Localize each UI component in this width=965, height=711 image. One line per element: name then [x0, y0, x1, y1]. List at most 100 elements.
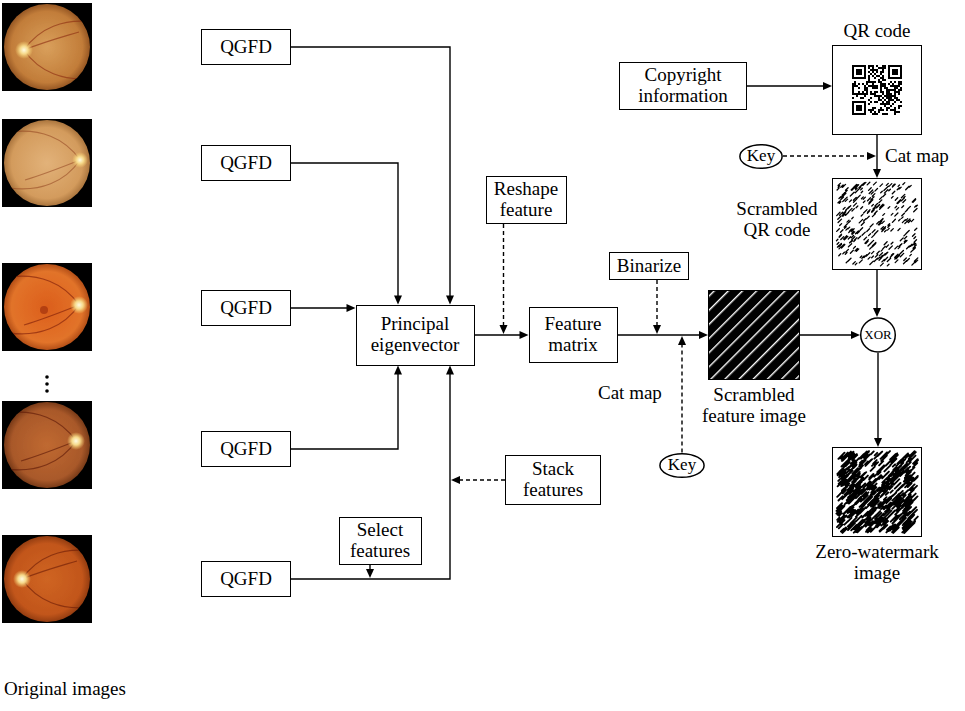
- key-oval: Key: [739, 144, 783, 169]
- connector: [475, 331, 529, 339]
- process-box: QGFD: [201, 431, 291, 467]
- ellipsis-dots: [45, 375, 49, 393]
- arrowhead: [653, 325, 661, 334]
- scrambled-qr-background: [832, 178, 922, 270]
- arrowhead: [823, 82, 832, 90]
- process-box: QGFD: [201, 145, 291, 181]
- arrowhead: [520, 331, 529, 339]
- arrowhead: [394, 296, 402, 305]
- outline-ellipse: [740, 144, 782, 168]
- operation-box: Select features: [339, 517, 422, 565]
- qr-code-image: QR code: [832, 45, 922, 135]
- connector: [874, 353, 882, 447]
- connector-line: [877, 353, 878, 440]
- operation-box: Stack features: [505, 455, 601, 505]
- arrowhead: [873, 308, 881, 317]
- optic-disc: [70, 296, 88, 314]
- node-text: XOR: [864, 328, 891, 342]
- connector-line: [800, 334, 853, 335]
- node-text: Stack features: [511, 459, 595, 501]
- retina: [4, 4, 90, 90]
- zero-watermark-background: [832, 447, 922, 537]
- key-oval: Key: [659, 453, 705, 478]
- node-text: QGFD: [220, 569, 272, 590]
- arrowhead: [347, 304, 356, 312]
- operation-label: Cat map: [885, 146, 949, 167]
- scrambled-qr-pattern: [837, 182, 918, 266]
- image-caption: Scrambled QR code: [727, 199, 827, 241]
- retina: [4, 402, 90, 488]
- image-background: [2, 401, 92, 489]
- arrowhead: [873, 169, 881, 178]
- connector: [618, 331, 709, 339]
- macula: [40, 306, 48, 314]
- connector-line: [475, 334, 522, 335]
- process-box: Principal eigenvector: [356, 305, 475, 366]
- dashed-pointer: [656, 280, 657, 327]
- connector-line: [747, 85, 825, 86]
- process-box: QGFD: [201, 29, 291, 65]
- arrowhead: [867, 152, 876, 160]
- node-text: Key: [747, 147, 775, 166]
- operation-label: Cat map: [598, 383, 662, 404]
- connector-line: [291, 307, 349, 308]
- node-text: Feature matrix: [535, 314, 612, 356]
- generated-patterns: [836, 65, 918, 533]
- xor-circle: XOR: [860, 317, 896, 353]
- dashed-pointer: [458, 479, 505, 480]
- image-background: [2, 263, 92, 351]
- dot: [45, 382, 49, 386]
- outline-ellipse: [861, 318, 896, 352]
- arrowhead: [851, 331, 860, 339]
- qr-background: [832, 45, 922, 135]
- caption-label: Original images: [4, 679, 126, 700]
- optic-disc: [13, 570, 31, 588]
- node-text: Principal eigenvector: [362, 314, 469, 356]
- connector: [291, 163, 402, 305]
- node-text: QGFD: [220, 153, 272, 174]
- connector-line: [291, 163, 398, 298]
- arrowhead: [500, 325, 508, 334]
- dashed-pointer: [681, 343, 682, 453]
- connector-line: [618, 334, 702, 335]
- arrowhead: [446, 366, 454, 375]
- connector: [747, 82, 832, 90]
- optic-disc: [72, 152, 88, 168]
- image-caption: Scrambled feature image: [694, 385, 814, 427]
- retina: [4, 536, 90, 622]
- zero-watermark-image: Zero-watermark image: [832, 447, 922, 537]
- vessels: [10, 131, 80, 189]
- arrowhead: [874, 438, 882, 447]
- connector-line: [291, 373, 398, 450]
- vessels: [6, 412, 76, 470]
- node-text: QGFD: [220, 37, 272, 58]
- node-text: Select features: [345, 520, 416, 562]
- connector: [873, 270, 881, 317]
- fundus-image: [2, 119, 92, 207]
- connector-line: [876, 270, 877, 310]
- image-background: [2, 3, 92, 91]
- connector-line: [291, 373, 450, 580]
- retina: [4, 264, 90, 350]
- process-box: Feature matrix: [529, 307, 618, 363]
- dot: [45, 375, 49, 379]
- image-background: [2, 535, 92, 623]
- fundus-image: [2, 3, 94, 91]
- connector: [800, 331, 860, 339]
- node-text: Reshape feature: [492, 179, 561, 221]
- image-caption: QR code: [843, 21, 910, 42]
- connector-line: [876, 135, 877, 171]
- dot: [45, 389, 49, 393]
- process-box: QGFD: [201, 290, 291, 326]
- fundus-image: [2, 535, 92, 623]
- qr-modules: [852, 65, 902, 115]
- vessels: [9, 276, 79, 334]
- arrowhead: [446, 296, 454, 305]
- fundus-image: [2, 263, 92, 351]
- connector: [291, 47, 454, 305]
- connector-line: [291, 47, 450, 298]
- node-text: QGFD: [220, 298, 272, 319]
